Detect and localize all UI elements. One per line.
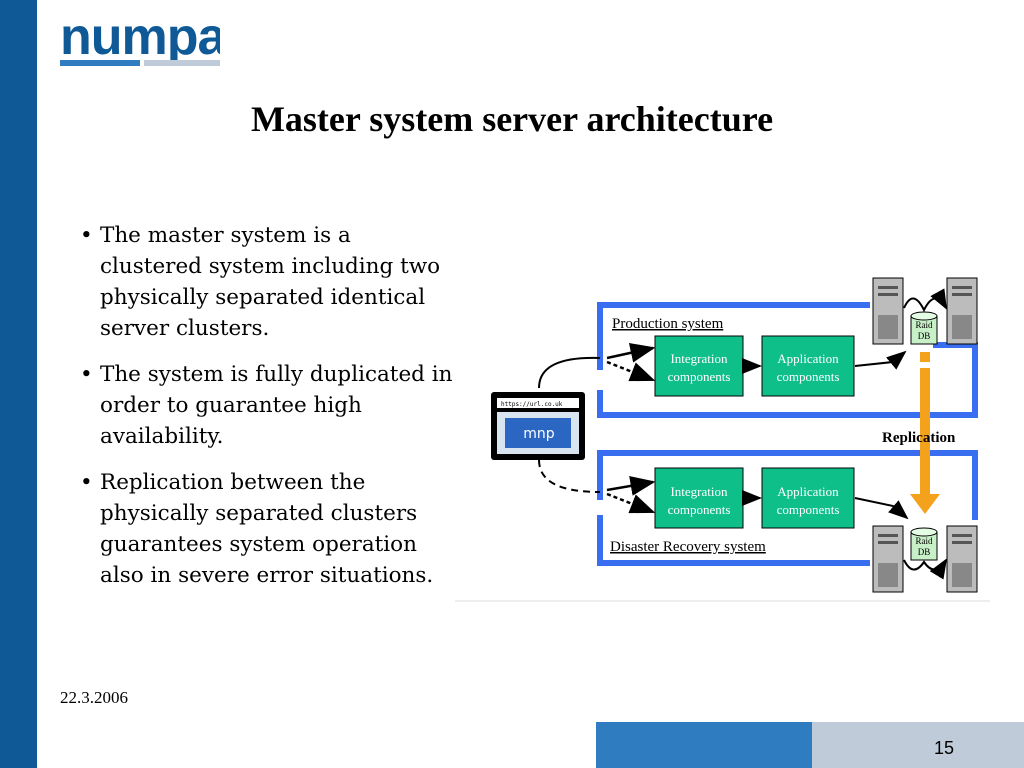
- dr-server-right-icon: [946, 525, 978, 593]
- svg-text:components: components: [777, 502, 840, 517]
- page-number: 15: [934, 738, 955, 758]
- slide-title: Master system server architecture: [250, 99, 774, 139]
- prod-raid-db-icon: Raid DB: [910, 311, 938, 345]
- dr-raid-db-icon: Raid DB: [910, 527, 938, 561]
- production-system-label: Production system: [612, 316, 724, 332]
- dr-cluster-border: [597, 450, 978, 520]
- svg-text:DB: DB: [918, 547, 931, 557]
- footer-blue-block: [596, 722, 812, 768]
- dr-system-label: Disaster Recovery system: [610, 539, 766, 555]
- bullet-item: •Replication between the physically sepa…: [80, 470, 434, 588]
- svg-text:Integration: Integration: [670, 484, 728, 499]
- svg-text:components: components: [777, 369, 840, 384]
- footer-gray-block: [812, 722, 1024, 768]
- dr-server-left-icon: [872, 525, 904, 593]
- prod-application-box: [761, 335, 855, 397]
- replication-label: Replication: [882, 430, 956, 446]
- architecture-diagram: Production system Disaster Recovery syst…: [455, 277, 990, 602]
- browser-url-text: https://url.co.uk: [501, 401, 563, 408]
- svg-text:Raid: Raid: [916, 536, 933, 546]
- replication-arrow: [910, 352, 940, 514]
- browser-logo-text: mnp: [523, 426, 555, 442]
- svg-text:Integration: Integration: [670, 351, 728, 366]
- slide-title-container: Master system server architecture: [190, 98, 834, 140]
- bullet-item: •The master system is a clustered system…: [80, 223, 441, 341]
- svg-text:DB: DB: [918, 331, 931, 341]
- bullet-list: •The master system is a clustered system…: [78, 220, 458, 606]
- svg-text:components: components: [668, 502, 731, 517]
- svg-text:components: components: [668, 369, 731, 384]
- dr-application-box: [761, 467, 855, 529]
- prod-server-left-icon: [872, 277, 904, 345]
- prod-server-right-icon: [946, 277, 978, 345]
- prod-integration-box: [654, 335, 744, 397]
- numpac-logo: numpac: [60, 8, 220, 66]
- browser-window-icon: https://url.co.uk mnp: [491, 392, 585, 460]
- slide-date: 22.3.2006: [60, 688, 128, 707]
- logo-text: numpac: [60, 8, 220, 66]
- bullet-item: •The system is fully duplicated in order…: [80, 362, 453, 449]
- svg-text:Application: Application: [777, 484, 839, 499]
- svg-text:Raid: Raid: [916, 320, 933, 330]
- production-cluster-border: [597, 302, 870, 370]
- svg-text:Application: Application: [777, 351, 839, 366]
- left-accent-bar: [0, 0, 37, 768]
